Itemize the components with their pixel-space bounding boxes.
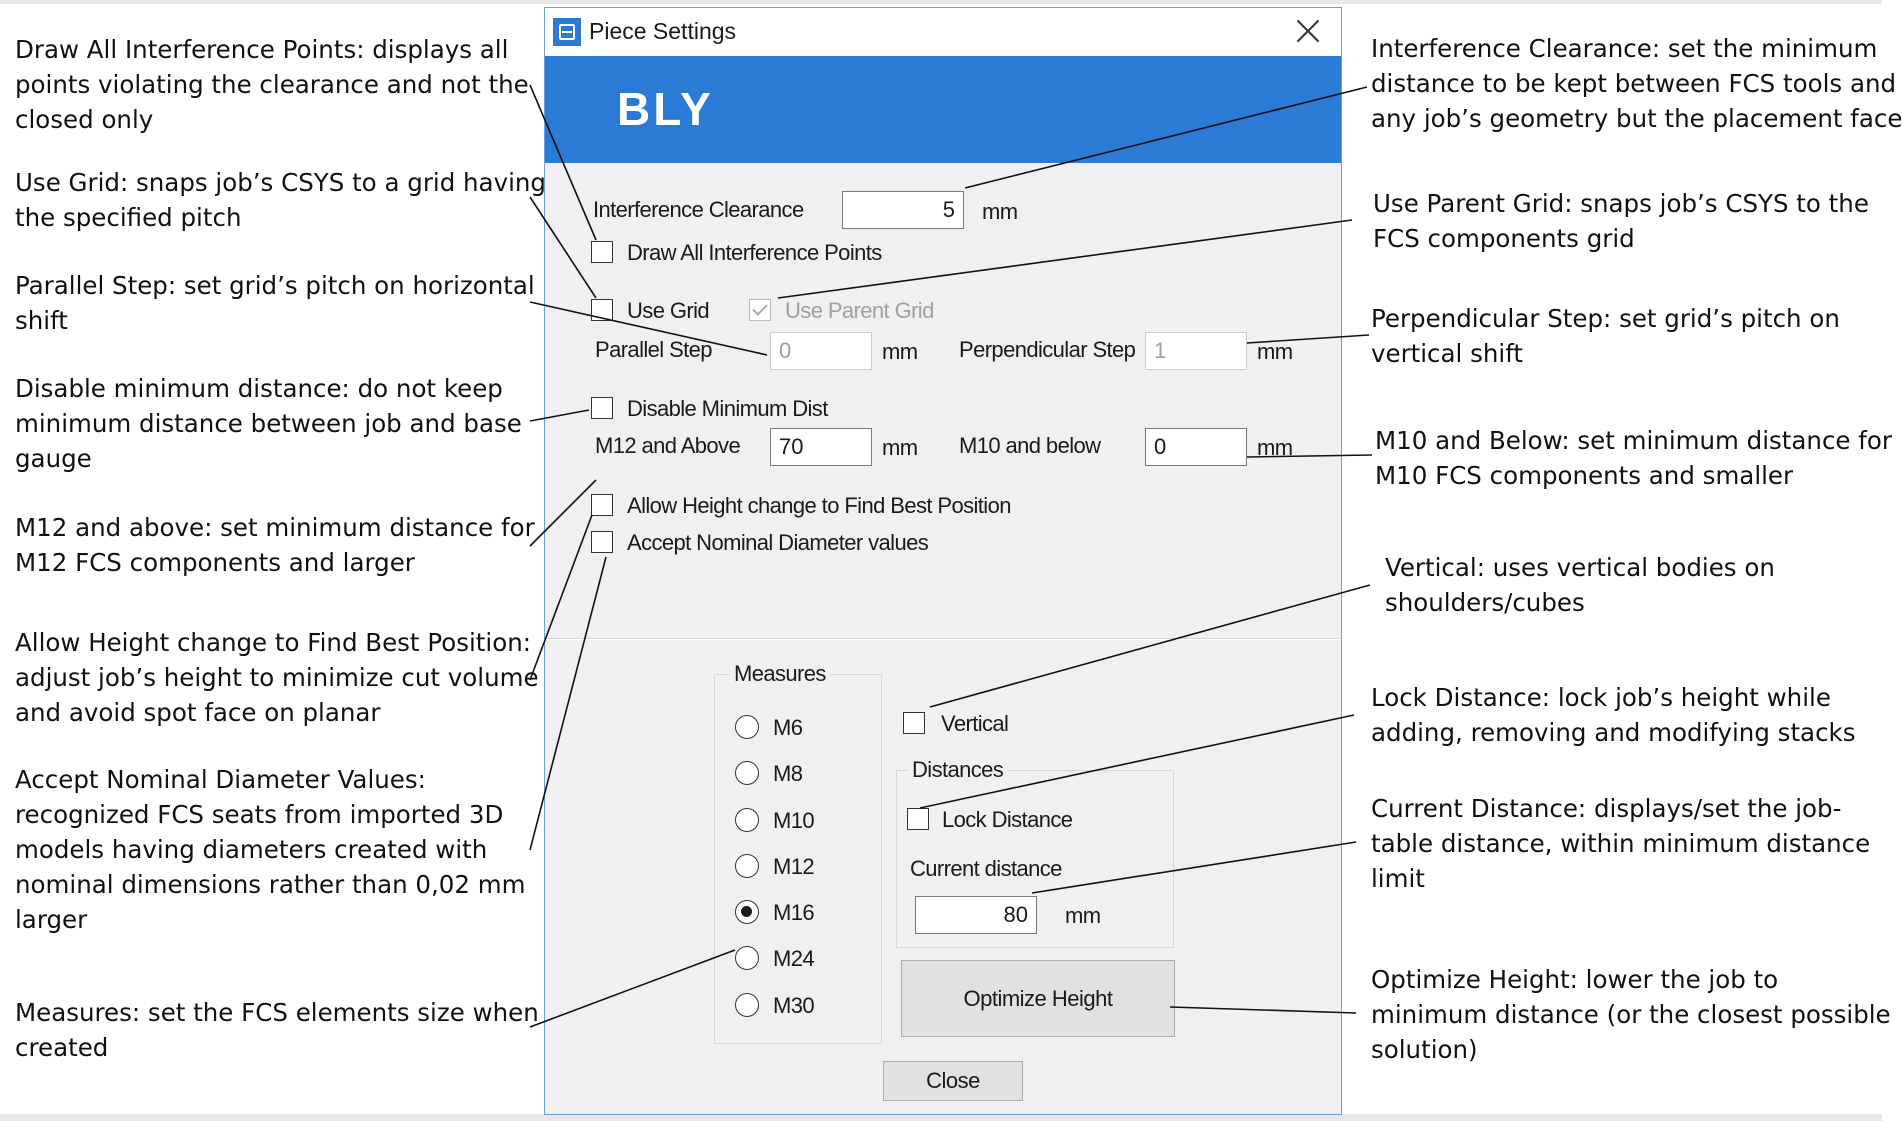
note-measures: Measures: set the FCS elements size when…: [15, 998, 539, 1062]
close-icon[interactable]: [1293, 16, 1323, 46]
m10-below-input[interactable]: 0: [1145, 428, 1247, 466]
radio-m16[interactable]: [735, 900, 759, 924]
m10-below-unit: mm: [1257, 435, 1293, 460]
radio-m24[interactable]: [735, 946, 759, 970]
parallel-step-unit: mm: [882, 339, 918, 364]
interference-clearance-unit: mm: [982, 199, 1018, 224]
radio-m30[interactable]: [735, 993, 759, 1017]
parallel-step-label: Parallel Step: [595, 337, 713, 362]
measures-group-label: Measures: [730, 661, 830, 687]
draw-all-points-label: Draw All Interference Points: [627, 240, 882, 265]
header-banner: BLY: [545, 56, 1341, 163]
note-use-parent-grid: Use Parent Grid: snaps job’s CSYS to the…: [1373, 189, 1869, 253]
section-divider: [545, 638, 1341, 640]
allow-height-change-label: Allow Height change to Find Best Positio…: [627, 493, 1011, 518]
radio-m8[interactable]: [735, 761, 759, 785]
use-parent-grid-label: Use Parent Grid: [785, 298, 934, 323]
use-parent-grid-checkbox[interactable]: [749, 299, 771, 321]
radio-m12-label: M12: [773, 854, 815, 879]
lock-distance-checkbox[interactable]: [907, 808, 929, 830]
interference-clearance-label: Interference Clearance: [593, 197, 804, 222]
current-distance-label: Current distance: [910, 856, 1062, 881]
m12-above-unit: mm: [882, 435, 918, 460]
note-use-grid: Use Grid: snaps job’s CSYS to a grid hav…: [15, 168, 546, 232]
m12-above-input[interactable]: 70: [770, 428, 872, 466]
accept-nominal-checkbox[interactable]: [591, 531, 613, 553]
note-parallel-step: Parallel Step: set grid’s pitch on horiz…: [15, 271, 535, 335]
bottom-border: [0, 1114, 1882, 1121]
note-accept-nominal: Accept Nominal Diameter Values:recognize…: [15, 765, 526, 934]
top-border: [0, 0, 1882, 4]
accept-nominal-label: Accept Nominal Diameter values: [627, 530, 929, 555]
disable-min-dist-label: Disable Minimum Dist: [627, 396, 828, 421]
close-button[interactable]: Close: [883, 1061, 1023, 1101]
radio-m6[interactable]: [735, 715, 759, 739]
radio-m16-label: M16: [773, 900, 815, 925]
app-icon: [553, 18, 581, 46]
vertical-label: Vertical: [941, 711, 1009, 736]
allow-height-change-checkbox[interactable]: [591, 494, 613, 516]
parallel-step-input[interactable]: 0: [770, 332, 872, 370]
disable-min-dist-checkbox[interactable]: [591, 397, 613, 419]
bly-logo: BLY: [617, 83, 714, 135]
m12-above-label: M12 and Above: [595, 433, 741, 458]
use-grid-checkbox[interactable]: [591, 299, 613, 321]
current-distance-input[interactable]: 80: [915, 896, 1037, 934]
optimize-height-button[interactable]: Optimize Height: [901, 960, 1175, 1037]
radio-m10-label: M10: [773, 808, 815, 833]
radio-m8-label: M8: [773, 761, 803, 786]
draw-all-points-checkbox[interactable]: [591, 241, 613, 263]
use-grid-label: Use Grid: [627, 298, 710, 323]
radio-m10[interactable]: [735, 808, 759, 832]
piece-settings-dialog: Piece Settings BLY Interference Clearanc…: [544, 7, 1342, 1115]
title-bar[interactable]: Piece Settings: [545, 8, 1341, 56]
note-allow-height-change: Allow Height change to Find Best Positio…: [15, 628, 539, 727]
radio-m24-label: M24: [773, 946, 815, 971]
radio-m6-label: M6: [773, 715, 803, 740]
window-title: Piece Settings: [589, 18, 737, 44]
m10-below-label: M10 and below: [959, 433, 1101, 458]
perpendicular-step-label: Perpendicular Step: [959, 337, 1136, 362]
interference-clearance-input[interactable]: 5: [842, 191, 964, 229]
current-distance-unit: mm: [1065, 903, 1101, 928]
distances-group-label: Distances: [908, 757, 1008, 783]
radio-m12[interactable]: [735, 854, 759, 878]
note-current-distance: Current Distance: displays/set the job-t…: [1371, 794, 1871, 893]
note-draw-all-points: Draw All Interference Points: displays a…: [15, 35, 529, 134]
perpendicular-step-input[interactable]: 1: [1145, 332, 1247, 370]
radio-m30-label: M30: [773, 993, 815, 1018]
perpendicular-step-unit: mm: [1257, 339, 1293, 364]
lock-distance-label: Lock Distance: [942, 807, 1073, 832]
vertical-checkbox[interactable]: [903, 712, 925, 734]
